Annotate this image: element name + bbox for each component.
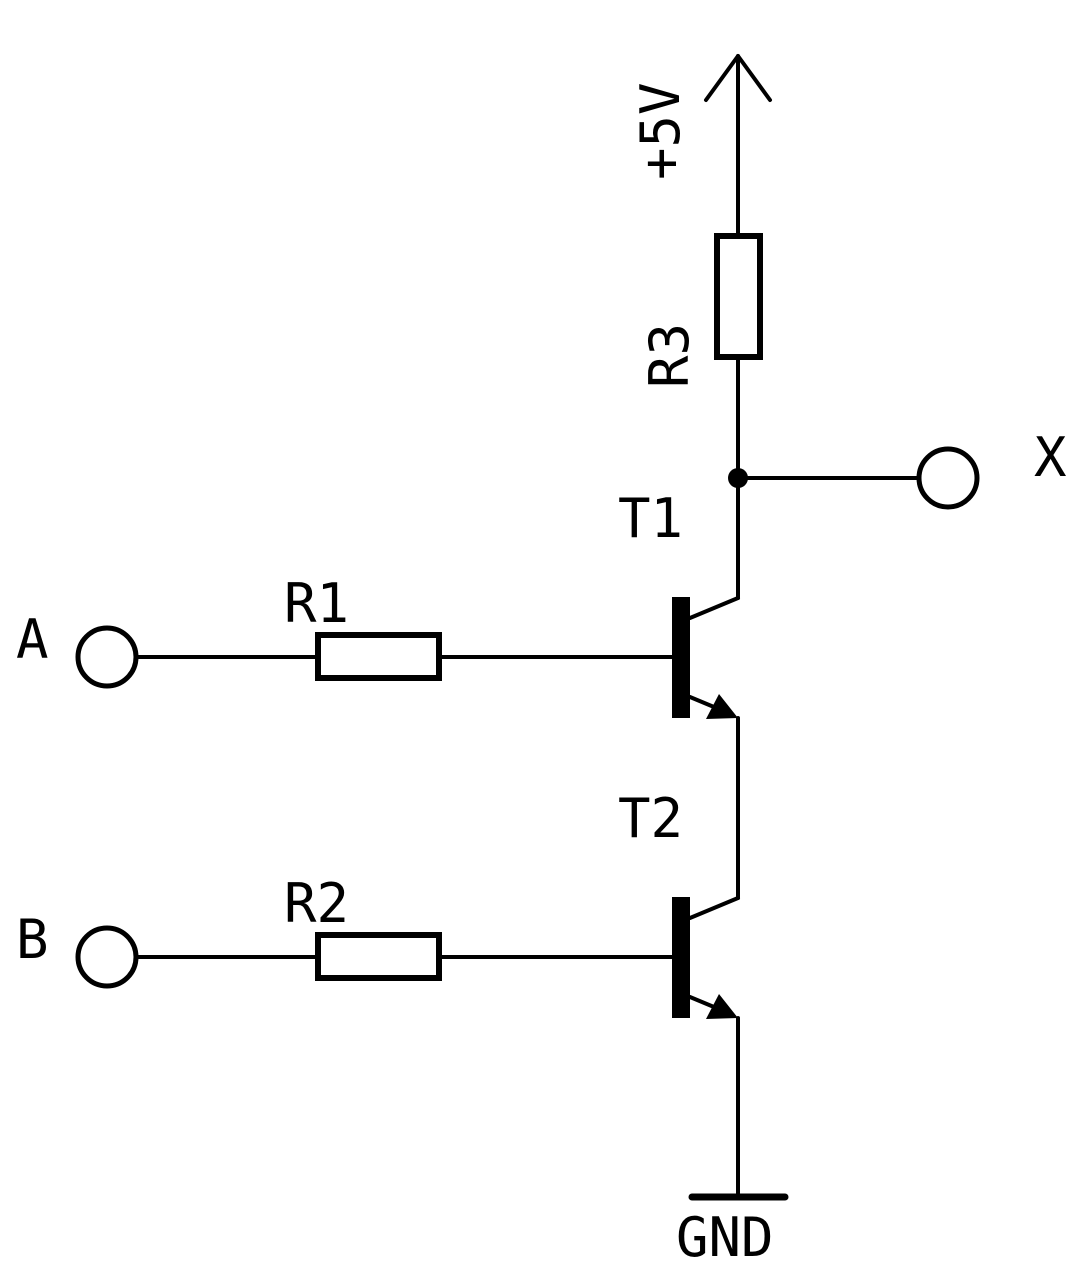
resistor-r2 xyxy=(315,932,442,981)
resistor-r3 xyxy=(714,233,763,360)
output-label: X xyxy=(1034,426,1067,489)
ground-label: GND xyxy=(676,1206,774,1269)
r2-label: R2 xyxy=(284,872,349,935)
input-a-label: A xyxy=(16,608,49,671)
r3-label: R3 xyxy=(638,323,701,388)
t2-label: T2 xyxy=(618,787,683,850)
supply-arrow xyxy=(704,54,772,238)
transistor-t1 xyxy=(672,596,740,719)
transistor-t2 xyxy=(672,896,740,1019)
t1-label: T1 xyxy=(618,487,683,550)
r1-label: R1 xyxy=(284,572,349,635)
input-b-label: B xyxy=(16,908,49,971)
input-terminal-a[interactable] xyxy=(75,625,139,689)
supply-label: +5V xyxy=(629,82,692,180)
output-terminal-x[interactable] xyxy=(916,446,980,510)
resistor-r1 xyxy=(315,632,442,681)
input-terminal-b[interactable] xyxy=(75,925,139,989)
